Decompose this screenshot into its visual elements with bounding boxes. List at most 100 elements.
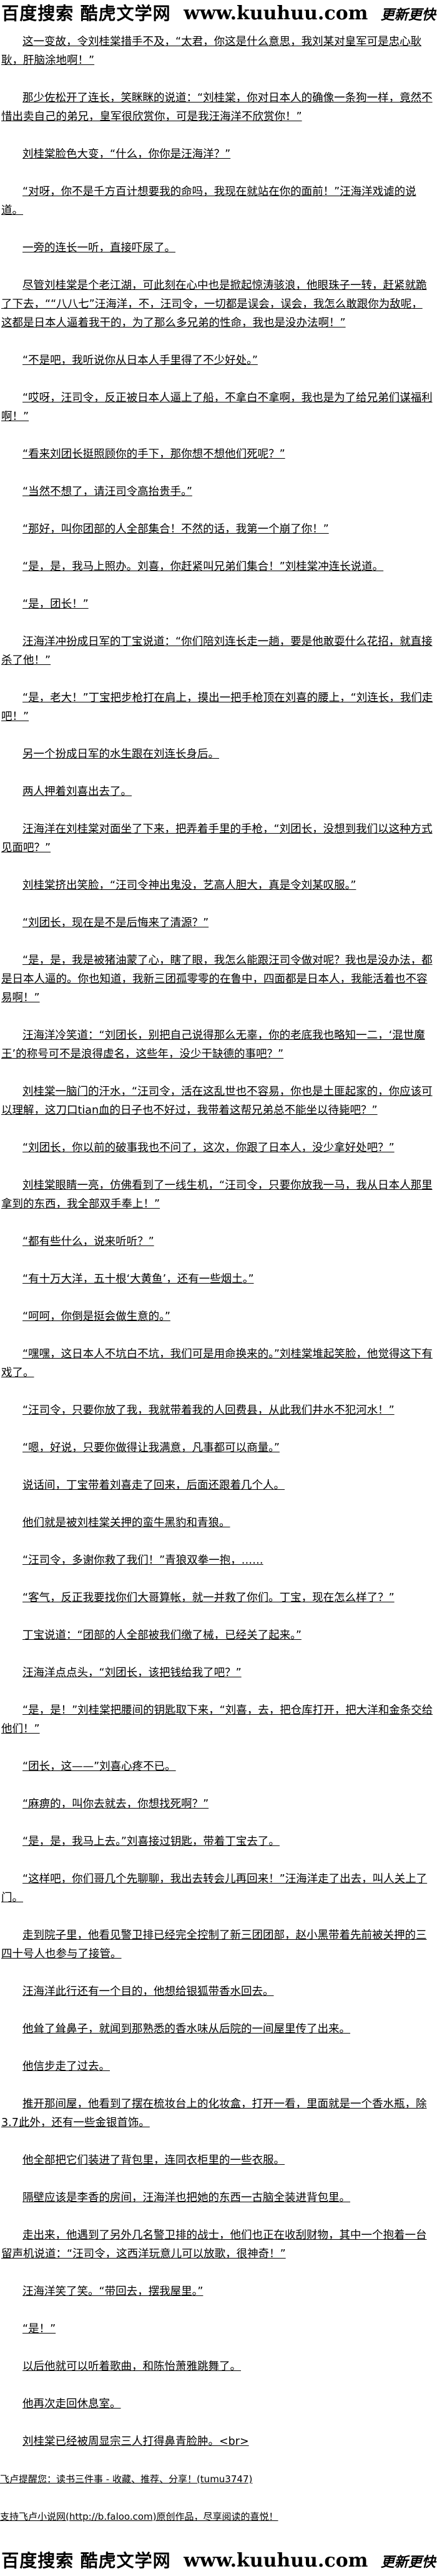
paragraph: 他再次走回休息室。	[1, 2395, 433, 2414]
paragraph: 刘桂棠已经被周显宗三人打得鼻青脸肿。<br>	[1, 2432, 433, 2451]
paragraph-text: 丁宝说道：“团部的人全部被我们缴了械，已经关了起来。”	[22, 1629, 302, 1642]
paragraph-text: “是，是，我马上照办。刘喜，你赶紧叫兄弟们集合！”刘桂棠冲连长说道。	[22, 561, 384, 573]
paragraph: “那好，叫你团部的人全部集合！不然的话，我第一个崩了你！”	[1, 520, 433, 539]
logo-baidu-text: 百度搜索	[1, 3, 74, 24]
paragraph: “是，老大！”丁宝把步枪打在肩上，摸出一把手枪顶在刘喜的腰上，“刘连长，我们走吧…	[1, 689, 433, 726]
paragraph: 他全部把它们装进了背包里，连同衣柜里的一些衣服。	[1, 2151, 433, 2170]
paragraph-text: 汪海洋点点头，“刘团长，该把钱给我了吧？”	[22, 1667, 242, 1679]
paragraph-text: “对呀，你不是千方百计想要我的命吗，我现在就站在你的面前！”汪海洋戏谑的说道。	[1, 186, 416, 217]
paragraph: “是，是，我马上照办。刘喜，你赶紧叫兄弟们集合！”刘桂棠冲连长说道。	[1, 557, 433, 576]
paragraph: 他信步走了过去。	[1, 2057, 433, 2076]
paragraph: “汪司令，多谢你救了我们！”青狼双拳一抱，……	[1, 1551, 433, 1570]
paragraph-text: 以后他就可以听着歌曲，和陈怡萧雅跳舞了。	[22, 2360, 241, 2373]
paragraph: “不是吧，我听说你从日本人手里得了不少好处。”	[1, 351, 433, 370]
paragraph-text: 刘桂棠挤出笑脸，“汪司令神出鬼没，艺高人胆大，真是令刘某叹服。”	[22, 879, 356, 892]
paragraph: “嘿嘿，这日本人不坑白不坑，我们可是用命换来的。”刘桂棠堆起笑脸，他觉得这下有戏…	[1, 1345, 433, 1382]
logo-site-name: 酷虎文学网	[80, 2550, 171, 2571]
paragraph-text: 两人押着刘喜出去了。	[22, 786, 132, 798]
paragraph-text: “是，是！”刘桂棠把腰间的钥匙取下来，“刘喜，去，把仓库打开，把大洋和金条交给他…	[1, 1704, 433, 1735]
paragraph-text: “嘿嘿，这日本人不坑白不坑，我们可是用命换来的。”刘桂棠堆起笑脸，他觉得这下有戏…	[1, 1348, 433, 1379]
paragraph: 刘桂棠挤出笑脸，“汪司令神出鬼没，艺高人胆大，真是令刘某叹服。”	[1, 876, 433, 895]
paragraph-text: 汪海洋冷笑道：“刘团长，别把自己说得那么无辜，你的老底我也略知一二，‘混世魔王’…	[1, 1029, 425, 1061]
paragraph-text: “都有些什么，说来听听？”	[22, 1236, 154, 1248]
paragraph: “看来刘团长挺照顾你的手下，那你想不想他们死呢？”	[1, 445, 433, 464]
paragraph: 他耸了耸鼻子，就闻到那熟悉的香水味从后院的一间屋里传了出来。	[1, 2020, 433, 2039]
paragraph: “刘团长，你以前的破事我也不问了，这次，你跟了日本人，没少拿好处吧？”	[1, 1139, 433, 1157]
paragraph-text: “不是吧，我听说你从日本人手里得了不少好处。”	[22, 354, 258, 367]
paragraph: “是，是，我是被猪油蒙了心，瞎了眼，我怎么能跟汪司令做对呢？我也是没办法，都是日…	[1, 951, 433, 1007]
paragraph: “这样吧，你们哥几个先聊聊，我出去转会儿再回来！”汪海洋走了出去，叫人关上了门。	[1, 1870, 433, 1907]
paragraph-text: “是，是，我是被猪油蒙了心，瞎了眼，我怎么能跟汪司令做对呢？我也是没办法，都是日…	[1, 954, 433, 1004]
paragraph-text: “刘团长，你以前的破事我也不问了，这次，你跟了日本人，没少拿好处吧？”	[22, 1142, 395, 1154]
paragraph: 尽管刘桂棠是个老江湖，可此刻在心中也是掀起惊涛骇浪，他眼珠子一转，赶紧就跪了下去…	[1, 276, 433, 332]
footer-reminder-link[interactable]: 飞卢提醒您：读书三件事 - 收藏、推荐、分享！(tumu3747)	[0, 2474, 253, 2485]
paragraph: “团长，这——”刘喜心疼不已。	[1, 1757, 433, 1776]
site-logo-banner-bottom: 百度搜索 酷虎文学网 www.kuuhuu.com 更新更快	[0, 2547, 437, 2575]
paragraph: 推开那间屋，他看到了摆在梳妆台上的化妆盒，打开一看，里面就是一个香水瓶，除3.7…	[1, 2095, 433, 2132]
paragraph: “是，是！”刘桂棠把腰间的钥匙取下来，“刘喜，去，把仓库打开，把大洋和金条交给他…	[1, 1701, 433, 1739]
paragraph-text: 这一变故，令刘桂棠措手不及，“太君，你这是什么意思，我刘某对皇军可是忠心耿耿，肝…	[1, 36, 422, 67]
footer-support-link[interactable]: 支持飞卢小说网(http://b.faloo.com)原创作品，尽享阅读的喜悦！	[0, 2511, 278, 2522]
paragraph-text: 刘桂棠一脑门的汗水，“汪司令，活在这乱世也不容易，你也是土匪起家的，你应该可以理…	[1, 1086, 433, 1117]
paragraph-text: “那好，叫你团部的人全部集合！不然的话，我第一个崩了你！”	[22, 523, 329, 536]
paragraph: “对呀，你不是千方百计想要我的命吗，我现在就站在你的面前！”汪海洋戏谑的说道。	[1, 182, 433, 220]
paragraph: “客气，反正我要找你们大哥算帐，就一并救了你们。丁宝，现在怎么样了？”	[1, 1589, 433, 1607]
paragraph-text: 尽管刘桂棠是个老江湖，可此刻在心中也是掀起惊涛骇浪，他眼珠子一转，赶紧就跪了下去…	[1, 279, 427, 329]
paragraph: “是，团长！”	[1, 595, 433, 614]
logo-slogan: 更新更快	[380, 7, 436, 23]
paragraph-text: 一旁的连长一听，直接吓尿了。	[22, 242, 175, 254]
paragraph: 他们就是被刘桂棠关押的蛮牛黑豹和青狼。	[1, 1514, 433, 1532]
paragraph-text: 他们就是被刘桂棠关押的蛮牛黑豹和青狼。	[22, 1517, 230, 1529]
paragraph-text: 刘桂棠已经被周显宗三人打得鼻青脸肿。<br>	[22, 2435, 249, 2448]
paragraph: 汪海洋此行还有一个目的，他想给银狐带香水回去。	[1, 1982, 433, 2001]
paragraph: 刘桂棠一脑门的汗水，“汪司令，活在这乱世也不容易，你也是土匪起家的，你应该可以理…	[1, 1082, 433, 1120]
paragraph-text: 推开那间屋，他看到了摆在梳妆台上的化妆盒，打开一看，里面就是一个香水瓶，除3.7…	[1, 2098, 427, 2129]
paragraph: 走出来，他遇到了另外几名警卫排的战士，他们也正在收刮财物，其中一个抱着一台留声机…	[1, 2226, 433, 2264]
paragraph: “嗯，好说，只要你做得让我满意，凡事都可以商量。”	[1, 1439, 433, 1457]
paragraph: 那少佐松开了连长，笑眯眯的说道：“刘桂棠，你对日本人的确像一条狗一样，竟然不惜出…	[1, 89, 433, 126]
paragraph-text: “这样吧，你们哥几个先聊聊，我出去转会儿再回来！”汪海洋走了出去，叫人关上了门。	[1, 1873, 428, 1904]
paragraph-text: 他耸了耸鼻子，就闻到那熟悉的香水味从后院的一间屋里传了出来。	[22, 2023, 350, 2035]
paragraph-text: “看来刘团长挺照顾你的手下，那你想不想他们死呢？”	[22, 448, 285, 461]
paragraph: “刘团长，现在是不是后悔来了清源？”	[1, 914, 433, 932]
paragraph: “哎呀，汪司令，反正被日本人逼上了船，不拿白不拿啊，我也是为了给兄弟们谋福利啊！…	[1, 389, 433, 426]
paragraph-text: “刘团长，现在是不是后悔来了清源？”	[22, 917, 209, 929]
paragraph-text: 他再次走回休息室。	[22, 2398, 121, 2410]
paragraph-text: “有十万大洋，五十根‘大黄鱼’，还有一些烟土。”	[22, 1273, 254, 1286]
paragraph-text: 说话间，丁宝带着刘喜走了回来，后面还跟着几个人。	[22, 1479, 285, 1492]
paragraph-text: 刘桂棠眼睛一亮，仿佛看到了一线生机，“汪司令，只要你放我一马，我从日本人那里拿到…	[1, 1179, 433, 1211]
paragraph: 汪海洋点点头，“刘团长，该把钱给我了吧？”	[1, 1664, 433, 1682]
paragraph-text: 汪海洋冲扮成日军的丁宝说道：“你们陪刘连长走一趟，要是他敢耍什么花招，就直接杀了…	[1, 636, 433, 667]
paragraph: 一旁的连长一听，直接吓尿了。	[1, 239, 433, 257]
paragraph-text: “是，团长！”	[22, 598, 89, 611]
paragraph-text: 汪海洋此行还有一个目的，他想给银狐带香水回去。	[22, 1985, 274, 1998]
site-logo-banner-top: 百度搜索 酷虎文学网 www.kuuhuu.com 更新更快	[0, 0, 437, 27]
paragraph-text: 汪海洋笑了笑。“带回去，摆我屋里。”	[22, 2285, 204, 2298]
paragraph: “呵呵，你倒是挺会做生意的。”	[1, 1307, 433, 1326]
paragraph: 刘桂棠眼睛一亮，仿佛看到了一线生机，“汪司令，只要你放我一马，我从日本人那里拿到…	[1, 1176, 433, 1214]
paragraph-text: “哎呀，汪司令，反正被日本人逼上了船，不拿白不拿啊，我也是为了给兄弟们谋福利啊！…	[1, 392, 433, 423]
paragraph: “汪司令，只要你放了我，我就带着我的人回费县，从此我们井水不犯河水！”	[1, 1401, 433, 1420]
paragraph: 走到院子里，他看见警卫排已经完全控制了新三团团部，赵小黑带着先前被关押的三四十号…	[1, 1926, 433, 1964]
paragraph-text: 那少佐松开了连长，笑眯眯的说道：“刘桂棠，你对日本人的确像一条狗一样，竟然不惜出…	[1, 92, 433, 123]
paragraph-text: 汪海洋在刘桂棠对面坐了下来，把弄着手里的手枪，“刘团长，没想到我们以这种方式见面…	[1, 823, 433, 854]
paragraph: 汪海洋冲扮成日军的丁宝说道：“你们陪刘连长走一趟，要是他敢耍什么花招，就直接杀了…	[1, 632, 433, 670]
paragraph: “当然不想了，请汪司令高抬贵手。”	[1, 482, 433, 501]
paragraph: 隔壁应该是李香的房间，汪海洋也把她的东西一古脑全装进背包里。	[1, 2189, 433, 2207]
paragraph-text: 走出来，他遇到了另外几名警卫排的战士，他们也正在收刮财物，其中一个抱着一台留声机…	[1, 2229, 427, 2260]
paragraph: 汪海洋笑了笑。“带回去，摆我屋里。”	[1, 2282, 433, 2301]
paragraph: 丁宝说道：“团部的人全部被我们缴了械，已经关了起来。”	[1, 1626, 433, 1645]
paragraph-text: “是！”	[22, 2323, 56, 2335]
paragraph: 汪海洋冷笑道：“刘团长，别把自己说得那么无辜，你的老底我也略知一二，‘混世魔王’…	[1, 1026, 433, 1064]
paragraph: 两人押着刘喜出去了。	[1, 782, 433, 801]
paragraph-text: “汪司令，多谢你救了我们！”青狼双拳一抱，……	[22, 1554, 263, 1567]
logo-baidu-text: 百度搜索	[1, 2550, 74, 2571]
paragraph-text: 刘桂棠脸色大变，“什么，你你是汪海洋？”	[22, 148, 231, 161]
paragraph-text: “是，是，我马上去。”刘喜接过钥匙，带着丁宝去了。	[22, 1835, 280, 1848]
paragraph-text: 走到院子里，他看见警卫排已经完全控制了新三团团部，赵小黑带着先前被关押的三四十号…	[1, 1929, 427, 1960]
paragraph: “麻痹的，叫你去就去，你想找死啊？”	[1, 1795, 433, 1814]
paragraph: “是！”	[1, 2320, 433, 2339]
paragraph-text: “客气，反正我要找你们大哥算帐，就一并救了你们。丁宝，现在怎么样了？”	[22, 1592, 395, 1604]
paragraph-text: “当然不想了，请汪司令高抬贵手。”	[22, 486, 192, 498]
chapter-footer: 飞卢提醒您：读书三件事 - 收藏、推荐、分享！(tumu3747) 支持飞卢小说…	[0, 2470, 437, 2526]
